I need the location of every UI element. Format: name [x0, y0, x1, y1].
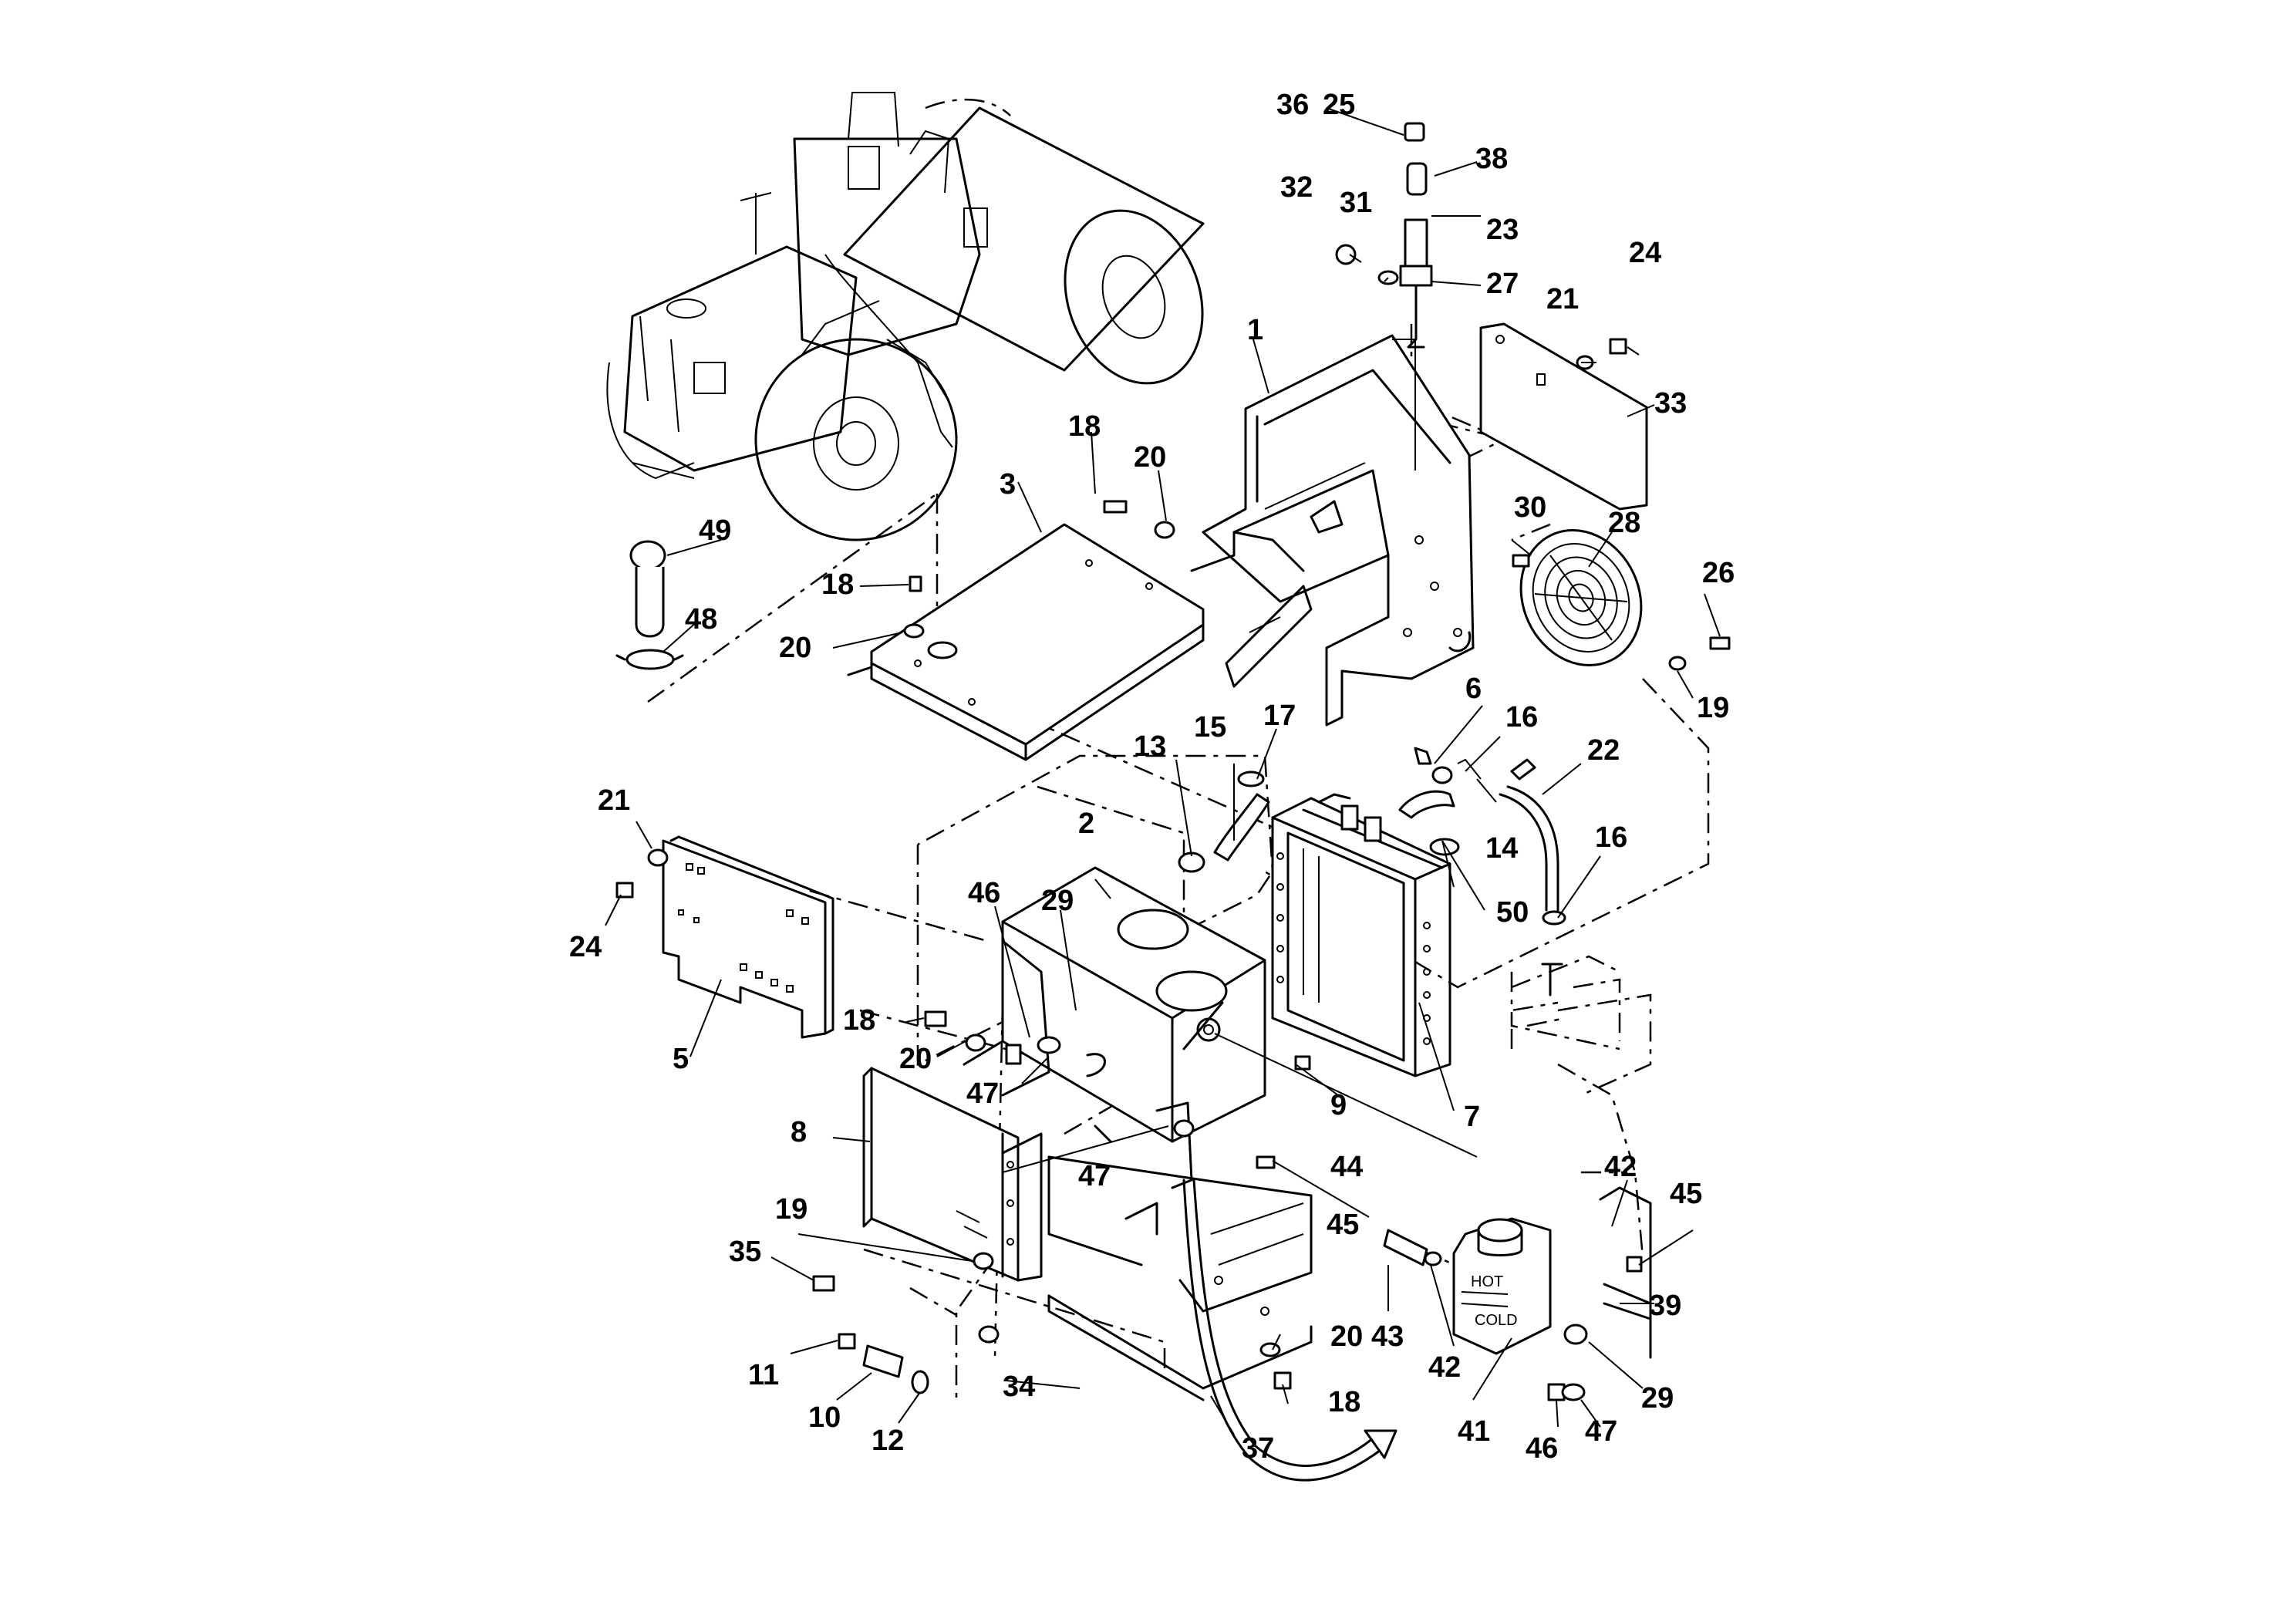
- callout-19-right: 19: [1697, 692, 1729, 724]
- callout-36: 36: [1276, 89, 1309, 121]
- callout-22: 22: [1587, 734, 1620, 767]
- callout-32: 32: [1280, 171, 1313, 204]
- callout-17: 17: [1263, 700, 1296, 732]
- callout-35: 35: [729, 1236, 761, 1268]
- callout-34: 34: [1003, 1371, 1035, 1403]
- callout-18-d: 18: [1328, 1386, 1360, 1418]
- hoses: [1178, 758, 1620, 996]
- engine-detail-right: [1510, 972, 1621, 1050]
- callout-13: 13: [1134, 730, 1166, 763]
- callout-45-left: 45: [1327, 1209, 1359, 1241]
- callout-20-a: 20: [1134, 441, 1166, 474]
- callout-48: 48: [685, 603, 717, 636]
- callout-26: 26: [1702, 557, 1735, 589]
- callout-46-lower: 46: [1526, 1432, 1558, 1465]
- callout-47-a: 47: [966, 1077, 999, 1110]
- callout-8: 8: [791, 1116, 807, 1148]
- part-2-lower-shroud: [963, 866, 1266, 1189]
- callout-2: 2: [1078, 808, 1094, 840]
- part-37-lower-bracket: [1047, 1155, 1313, 1401]
- callout-20-b: 20: [779, 632, 811, 664]
- callout-18-a: 18: [1068, 410, 1101, 443]
- callout-16-lower: 16: [1595, 821, 1627, 854]
- callout-27: 27: [1486, 268, 1519, 300]
- callout-50: 50: [1496, 896, 1529, 929]
- callout-16-upper: 16: [1505, 701, 1538, 733]
- callout-45-right: 45: [1670, 1178, 1702, 1210]
- part-28-fan-guard: [1519, 528, 1643, 667]
- callout-20-d: 20: [1330, 1320, 1363, 1353]
- callout-30: 30: [1514, 491, 1546, 524]
- callout-25: 25: [1323, 89, 1355, 121]
- callout-38: 38: [1475, 143, 1508, 175]
- callout-18-c: 18: [843, 1004, 875, 1037]
- callout-42-lower: 42: [1428, 1351, 1461, 1384]
- tank-hot-label: HOT: [1471, 1273, 1503, 1290]
- callout-3: 3: [1000, 468, 1016, 501]
- callout-15: 15: [1194, 711, 1226, 744]
- callout-11: 11: [748, 1359, 779, 1391]
- part-3-top-plate: [847, 523, 1205, 761]
- callout-leaders: [605, 107, 1721, 1435]
- callout-24-left: 24: [569, 931, 602, 963]
- callout-labels: 1 2 3 5 6 7 8 9 10 11 12 13 14 15 16 16 …: [569, 89, 1735, 1465]
- part-8-screen: [862, 1067, 1043, 1282]
- part-23-27-sensor-stem: [1335, 122, 1433, 349]
- part-48-49-filler-neck: [615, 540, 684, 670]
- callout-41: 41: [1458, 1415, 1490, 1448]
- roller-machine-overview: [606, 92, 1205, 541]
- part-5-side-panel: [662, 835, 834, 1039]
- callout-44: 44: [1330, 1151, 1363, 1183]
- callout-47-b: 47: [1078, 1160, 1111, 1192]
- callout-31: 31: [1340, 187, 1372, 219]
- callout-6: 6: [1465, 673, 1482, 705]
- callout-47-c: 47: [1585, 1415, 1617, 1448]
- callout-18-b: 18: [821, 568, 854, 601]
- part-33-panel: [1479, 322, 1648, 511]
- callout-14: 14: [1485, 832, 1518, 865]
- callout-33: 33: [1654, 387, 1687, 420]
- callout-7: 7: [1464, 1101, 1480, 1133]
- callout-29-right: 29: [1641, 1382, 1674, 1415]
- callout-49: 49: [699, 514, 731, 547]
- callout-20-c: 20: [899, 1043, 932, 1075]
- callout-12: 12: [872, 1425, 904, 1457]
- callout-21-left: 21: [598, 784, 630, 817]
- part-7-radiator: [1271, 793, 1451, 1077]
- callout-23: 23: [1486, 214, 1519, 246]
- callout-1: 1: [1247, 314, 1263, 346]
- callout-39: 39: [1649, 1290, 1681, 1322]
- part-frame-bracket: [1190, 531, 1313, 688]
- callout-28: 28: [1608, 507, 1640, 539]
- callout-21-upper: 21: [1546, 283, 1579, 315]
- part-1-upper-shroud: [1202, 334, 1475, 727]
- callout-42-upper: 42: [1604, 1151, 1637, 1183]
- callout-9: 9: [1330, 1089, 1347, 1121]
- callout-19-left: 19: [775, 1193, 807, 1226]
- tank-cold-label: COLD: [1475, 1312, 1518, 1329]
- callout-24-upper: 24: [1629, 237, 1661, 269]
- callout-46-upper: 46: [968, 877, 1000, 909]
- hardware-fasteners: [615, 338, 1731, 1401]
- callout-10: 10: [808, 1401, 841, 1434]
- callout-29-left: 29: [1041, 885, 1074, 917]
- callout-43: 43: [1371, 1320, 1404, 1353]
- callout-5: 5: [673, 1043, 689, 1075]
- direction-arrow: [1182, 1179, 1397, 1482]
- callout-37: 37: [1242, 1432, 1274, 1465]
- part-41-expansion-tank: HOT COLD: [1452, 1217, 1552, 1355]
